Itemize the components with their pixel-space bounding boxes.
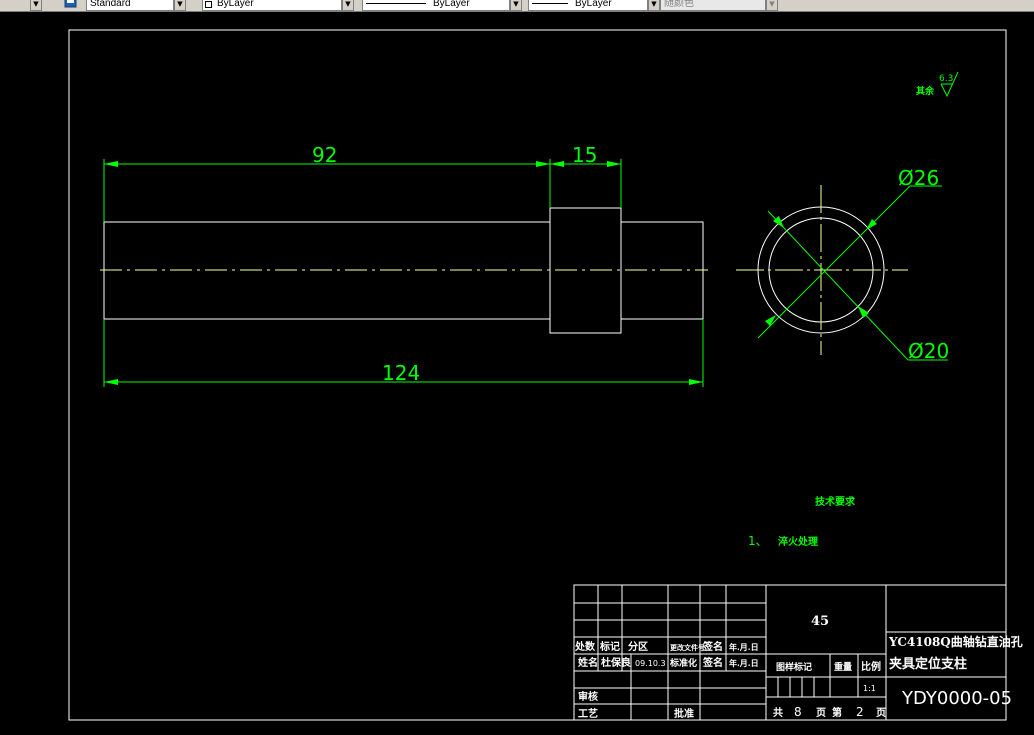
title-line-1: YC4108Q曲轴钻直油孔 <box>888 634 1023 649</box>
title-block-frame <box>573 584 1007 721</box>
roughness-symbol: 其余 6.3 <box>916 71 959 98</box>
plotstyle-dropdown-arrow: ▼ <box>766 0 778 11</box>
tech-item-text: 淬火处理 <box>778 535 818 548</box>
sheet-current: 2 <box>856 705 864 719</box>
std-label: 标准化 <box>669 657 697 669</box>
review-label: 审核 <box>578 690 598 703</box>
textstyle-select[interactable]: Standard <box>86 0 174 11</box>
lineweight-preview <box>532 3 568 4</box>
sheet-unit-2: 页 <box>876 707 886 719</box>
plotstyle-select: 随颜色 <box>660 0 766 11</box>
shaft-front-view <box>103 207 704 334</box>
drawing-border <box>68 29 1007 721</box>
drawing-number: YDY0000-05 <box>901 688 1012 709</box>
linetype-select[interactable]: ByLayer <box>362 0 510 11</box>
dimension-124 <box>103 319 704 387</box>
header-date: 年.月.日 <box>729 642 759 652</box>
design-date: 09.10.3 <box>635 659 666 668</box>
side-view-centerlines <box>736 185 908 355</box>
lineweight-dropdown-arrow[interactable]: ▼ <box>648 0 660 11</box>
toolbar-dropdown-arrow[interactable]: ▼ <box>30 0 42 11</box>
sign-label: 签名 <box>702 656 723 669</box>
designer-label: 姓名 <box>577 656 598 669</box>
dimension-92 <box>103 159 551 222</box>
header-mark: 标记 <box>599 640 620 653</box>
dimension-15 <box>550 159 622 208</box>
designer-name: 杜保良 <box>601 656 631 669</box>
technical-requirements: 技术要求 1、 淬火处理 <box>748 495 856 548</box>
material-value: 45 <box>811 614 829 629</box>
linetype-dropdown-arrow[interactable]: ▼ <box>510 0 522 11</box>
dimension-d20 <box>767 210 948 361</box>
lineweight-select[interactable]: ByLayer <box>528 0 648 11</box>
dim-124-text: 124 <box>382 361 420 385</box>
sheets-unit: 页 <box>816 707 826 719</box>
header-change-doc: 更改文件号 <box>670 643 705 652</box>
dim-15-text: 15 <box>572 143 597 167</box>
title-block-text: 45 YC4108Q曲轴钻直油孔 夹具定位支柱 YDY0000-05 处数 标记… <box>574 614 1023 720</box>
approve-label: 批准 <box>674 707 694 720</box>
header-count: 处数 <box>574 640 596 653</box>
weight-label: 重量 <box>834 661 852 673</box>
date-label: 年.月.日 <box>729 658 759 668</box>
layer-dropdown-arrow[interactable]: ▼ <box>342 0 354 11</box>
scale-label: 比例 <box>861 660 881 673</box>
color-swatch-icon <box>205 1 212 8</box>
roughness-label: 其余 <box>916 85 935 97</box>
header-zone: 分区 <box>628 640 648 653</box>
sheets-total-label: 共 <box>773 706 783 719</box>
sheets-total: 8 <box>794 705 802 719</box>
layer-select[interactable]: ByLayer <box>202 0 342 11</box>
title-line-2: 夹具定位支柱 <box>889 656 967 672</box>
process-label: 工艺 <box>578 707 598 720</box>
textstyle-icon[interactable] <box>63 0 81 11</box>
dim-d26-text: Ø26 <box>898 166 939 190</box>
roughness-value: 6.3 <box>939 74 953 84</box>
tech-title: 技术要求 <box>815 495 856 508</box>
dim-d20-text: Ø20 <box>908 339 949 363</box>
scale-value: 1:1 <box>863 684 876 693</box>
stage-label: 图样标记 <box>776 661 812 673</box>
drawing-canvas[interactable]: 其余 6.3 92 15 124 <box>0 12 1034 735</box>
textstyle-dropdown-arrow[interactable]: ▼ <box>174 0 186 11</box>
sheet-current-label: 第 <box>832 706 842 719</box>
dimension-d26 <box>757 185 942 339</box>
header-signature: 签名 <box>702 640 723 653</box>
tech-item-number: 1、 <box>748 534 768 548</box>
linetype-preview <box>366 3 426 4</box>
properties-toolbar: ▼ Standard ▼ ByLayer ▼ ByLayer ▼ ByLayer… <box>0 0 1034 12</box>
dim-92-text: 92 <box>312 143 337 167</box>
